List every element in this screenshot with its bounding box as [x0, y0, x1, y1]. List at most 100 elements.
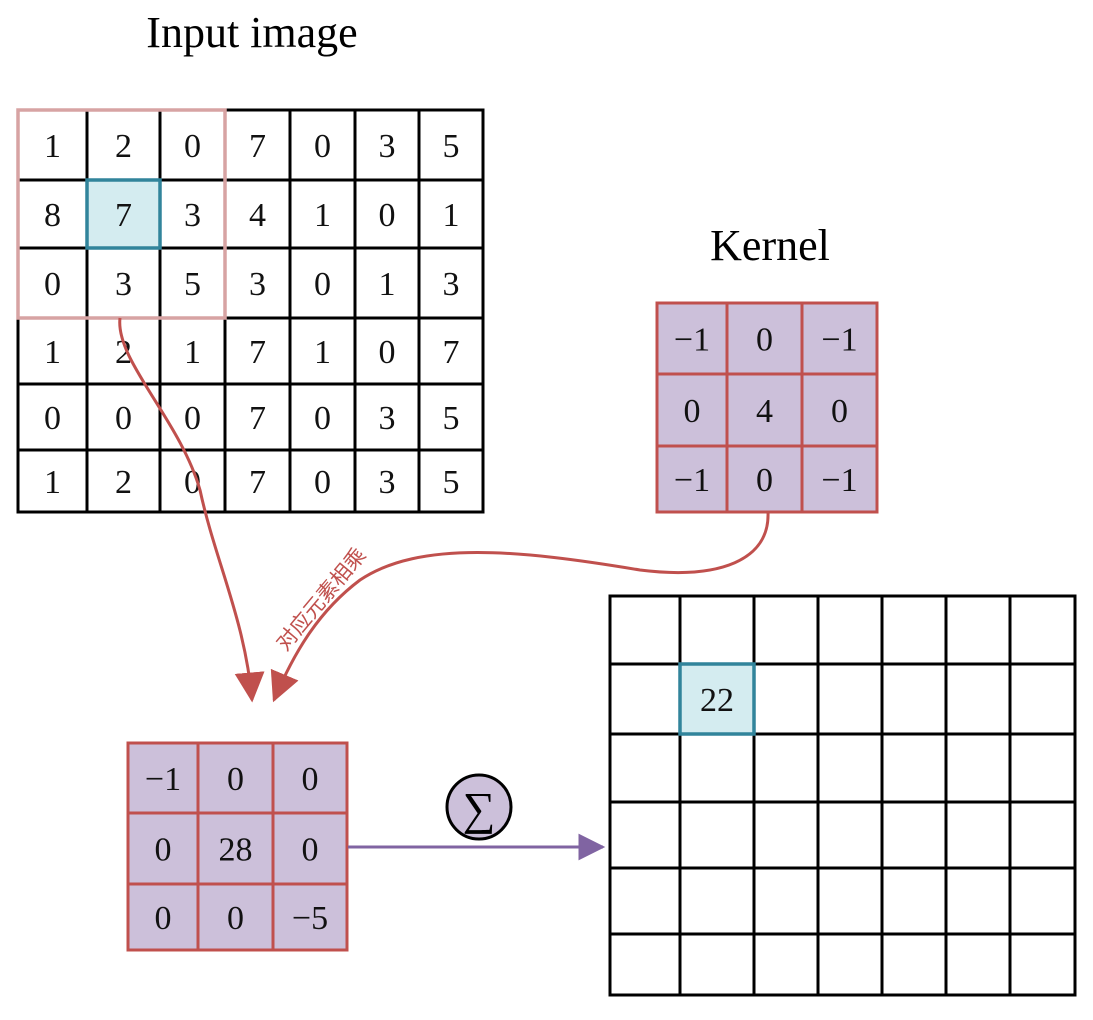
kernel-cell	[655, 444, 729, 514]
kernel-cell-value: −1	[674, 322, 710, 359]
product-cell	[126, 882, 200, 952]
input-cell-value: 7	[249, 128, 266, 165]
output-value-border	[678, 662, 756, 736]
sigma-icon: ∑	[463, 783, 496, 834]
input-cell-value: 4	[249, 197, 266, 234]
output-cell	[880, 866, 948, 936]
kernel-cell	[655, 301, 729, 376]
kernel-cell	[655, 372, 729, 448]
output-cell	[678, 732, 756, 804]
input-cell-value: 1	[314, 334, 331, 371]
input-cell-value: 7	[249, 464, 266, 501]
product-cell	[271, 811, 349, 886]
kernel-title: Kernel	[710, 221, 830, 270]
input-cell-value: 1	[44, 128, 61, 165]
output-cell	[608, 800, 682, 870]
input-cell-value: 0	[314, 128, 331, 165]
kernel-cell	[725, 444, 804, 514]
input-cell-value: 0	[44, 400, 61, 437]
input-cell-value: 0	[379, 334, 396, 371]
input-cell-value: 0	[314, 266, 331, 303]
input-cell-value: 0	[184, 400, 201, 437]
output-cell	[1008, 594, 1077, 666]
elementwise-multiply-label: 对应元素相乘	[271, 543, 370, 655]
product-cell-value: 0	[155, 900, 172, 937]
kernel-cell-value: 0	[831, 393, 848, 430]
input-cell-value: 3	[184, 197, 201, 234]
output-cell	[816, 866, 884, 936]
input-cell-value: 5	[184, 266, 201, 303]
input-cell-value: 1	[443, 197, 460, 234]
output-cell	[608, 932, 682, 997]
output-cell	[880, 932, 948, 997]
output-grid: 22	[608, 594, 1077, 997]
product-cell-value: 0	[302, 761, 319, 798]
output-cell	[944, 866, 1012, 936]
input-cell-value: 0	[44, 266, 61, 303]
product-cell-value: 28	[219, 832, 253, 869]
kernel-cell-value: −1	[821, 462, 857, 499]
output-cell	[752, 662, 820, 736]
output-cell	[816, 732, 884, 804]
input-cell-value: 0	[184, 128, 201, 165]
output-cell	[752, 800, 820, 870]
input-image-title: Input image	[146, 8, 357, 57]
input-cell-value: 2	[115, 464, 132, 501]
output-cell	[944, 932, 1012, 997]
product-cell-value: 0	[302, 832, 319, 869]
input-cell-value: 1	[379, 266, 396, 303]
output-cell	[608, 594, 682, 666]
output-cell	[608, 866, 682, 936]
output-cell	[944, 594, 1012, 666]
product-cell-value: 0	[227, 761, 244, 798]
input-cell-value: 2	[115, 334, 132, 371]
output-cell	[880, 662, 948, 736]
kernel-cell-value: −1	[821, 322, 857, 359]
kernel-cell	[800, 444, 879, 514]
kernel-cell-value: 0	[684, 393, 701, 430]
product-cell	[271, 882, 349, 952]
input-cell-value: 3	[115, 266, 132, 303]
input-cell-value: 1	[184, 334, 201, 371]
output-cell	[816, 594, 884, 666]
kernel-cell-value: −1	[674, 462, 710, 499]
output-cell	[608, 732, 682, 804]
kernel-cell-value: 4	[756, 393, 773, 430]
output-cell	[678, 594, 756, 666]
input-cell-value: 7	[443, 334, 460, 371]
output-cell	[944, 732, 1012, 804]
output-cell	[880, 800, 948, 870]
kernel-cell-value: 0	[756, 462, 773, 499]
kernel-cell	[725, 372, 804, 448]
output-value-highlight	[680, 664, 754, 734]
product-cell-value: 0	[227, 900, 244, 937]
input-cell-value: 3	[379, 464, 396, 501]
kernel-cell	[725, 301, 804, 376]
output-cell	[752, 866, 820, 936]
product-cell-value: −1	[145, 761, 181, 798]
output-cell	[880, 732, 948, 804]
input-cell-value: 5	[443, 128, 460, 165]
input-to-product-arrow	[118, 317, 265, 703]
output-cell	[816, 662, 884, 736]
output-cell	[1008, 732, 1077, 804]
input-cell-value: 0	[314, 400, 331, 437]
input-cell-value: 2	[115, 128, 132, 165]
output-cell	[752, 932, 820, 997]
output-cell	[1008, 800, 1077, 870]
input-cell-value: 7	[249, 400, 266, 437]
input-center-highlight	[87, 180, 160, 248]
input-cell-value: 5	[443, 400, 460, 437]
input-cell-value: 3	[379, 128, 396, 165]
input-cell-value: 1	[314, 197, 331, 234]
output-cell	[1008, 662, 1077, 736]
input-cell-value: 7	[115, 197, 132, 234]
product-cell-value: −5	[292, 900, 328, 937]
input-cell-value: 0	[379, 197, 396, 234]
kernel-to-product-arrow	[270, 511, 770, 703]
input-cell-value: 8	[44, 197, 61, 234]
output-cell	[678, 866, 756, 936]
input-cell-value: 7	[249, 334, 266, 371]
output-cell	[678, 932, 756, 997]
